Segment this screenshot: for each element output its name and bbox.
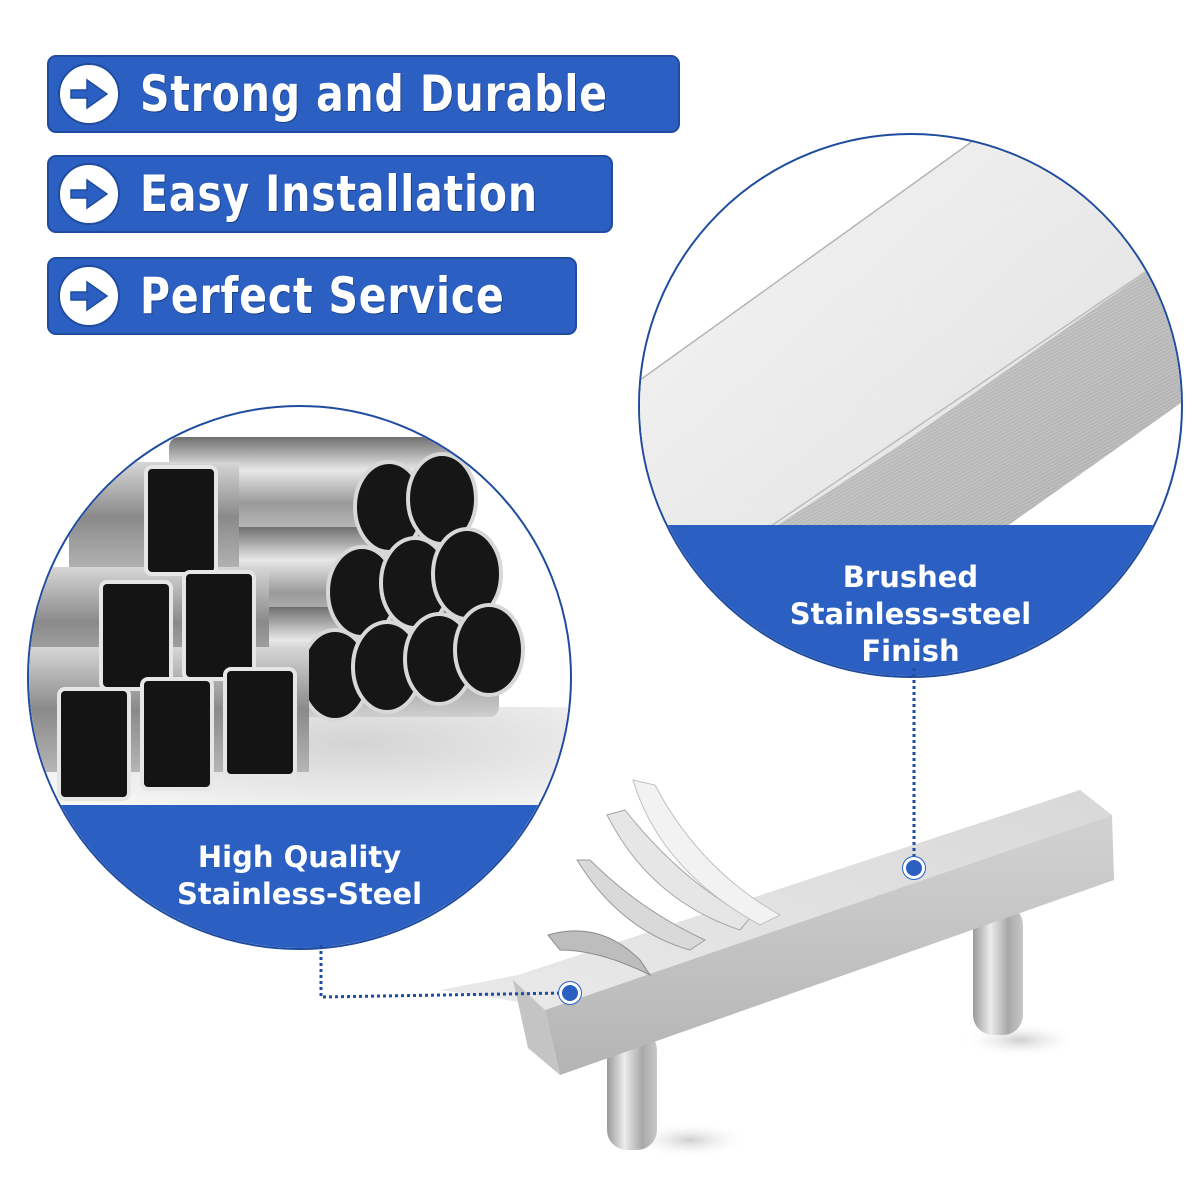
stainless-steel-tubes-image <box>29 437 570 827</box>
caption-line: High Quality <box>197 840 402 874</box>
material-callout-circle: High Quality Stainless-Steel <box>27 405 572 950</box>
banner-label: Easy Installation <box>140 165 538 223</box>
arrow-right-circle-icon <box>58 265 120 327</box>
feature-banner-perfect-service: Perfect Service <box>47 257 577 335</box>
caption-line: Stainless-steel <box>789 597 1032 631</box>
finish-caption-band: Brushed Stainless-steel Finish <box>640 525 1181 676</box>
arrow-right-circle-icon <box>58 163 120 225</box>
banner-label: Perfect Service <box>140 267 505 325</box>
feature-banner-strong-durable: Strong and Durable <box>47 55 680 133</box>
finish-callout-marker <box>906 860 922 876</box>
caption-line: Finish <box>861 634 960 668</box>
caption-line: Brushed <box>842 560 979 594</box>
arrow-right-circle-icon <box>58 63 120 125</box>
caption-line: Stainless-Steel <box>176 877 423 911</box>
feature-banner-easy-installation: Easy Installation <box>47 155 613 233</box>
material-caption-band: High Quality Stainless-Steel <box>29 805 570 948</box>
finish-callout-circle: Brushed Stainless-steel Finish <box>638 133 1183 678</box>
material-callout-marker <box>562 985 578 1001</box>
banner-label: Strong and Durable <box>140 65 608 123</box>
